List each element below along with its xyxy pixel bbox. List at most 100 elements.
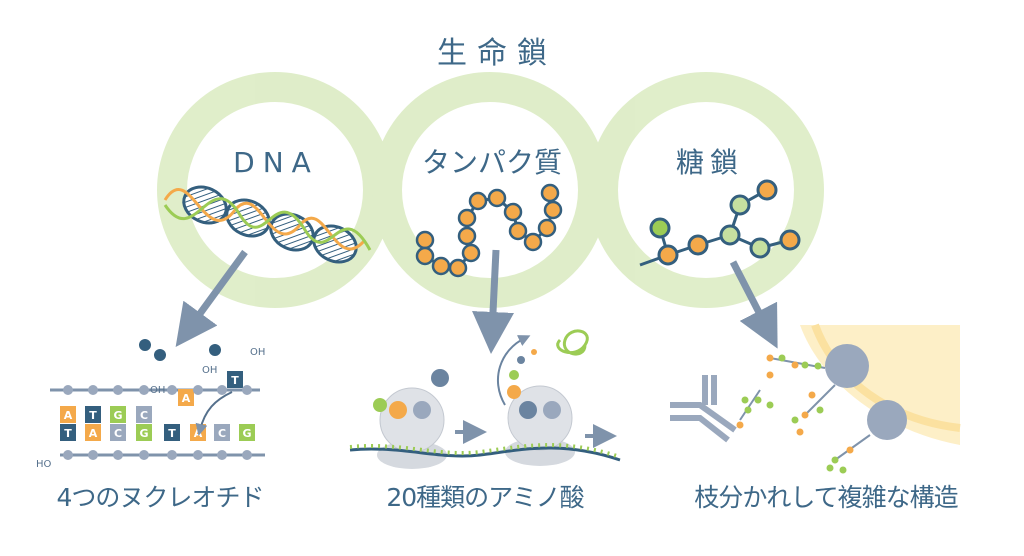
label-amino-acids: 20種類のアミノ酸	[386, 483, 584, 512]
hydroxyl-end-label: HO	[36, 459, 52, 470]
amino-acid-bead	[461, 243, 481, 263]
nucleotide-tile	[110, 406, 126, 423]
sugar-dot	[846, 446, 854, 454]
nucleotide-letter: A	[194, 427, 203, 440]
arrow-protein-icon	[472, 249, 514, 354]
sugar-unit	[139, 385, 149, 395]
sugar-unit	[193, 450, 203, 460]
sugar-dot	[801, 361, 809, 369]
nucleotide-letter: C	[218, 427, 226, 440]
sugar-node	[729, 194, 751, 216]
amino-acid-bead	[540, 183, 560, 203]
sugar-dot	[744, 406, 752, 414]
nucleotide-letter: G	[139, 427, 148, 440]
nucleotide-tile	[60, 424, 76, 441]
nucleotide-tile	[214, 424, 230, 441]
ring-glycan	[588, 72, 824, 308]
sugar-dot	[826, 464, 834, 472]
circle-label-glycan: 糖鎖	[676, 146, 744, 179]
nucleotide-tile	[85, 424, 101, 441]
nucleotide-tile	[136, 424, 152, 441]
sugar-dot	[816, 406, 824, 414]
phosphate-unit	[139, 339, 151, 351]
sugar-unit	[167, 450, 177, 460]
sugar-unit	[88, 385, 98, 395]
sugar-dot	[808, 391, 816, 399]
protein-bead-chain-icon	[415, 183, 563, 278]
sugar-dot	[754, 396, 762, 404]
nucleotide-letter: T	[168, 427, 176, 440]
amino-acid-bead	[457, 226, 477, 246]
hydroxyl-label: OH	[150, 385, 165, 396]
sugar-unit	[242, 450, 252, 460]
sugar-dot	[791, 416, 799, 424]
nucleotide-letter: C	[140, 409, 148, 422]
diagram-title: 生命鎖	[437, 36, 557, 71]
nucleotide-letter: G	[242, 427, 251, 440]
sugar-node	[779, 229, 801, 251]
sugar-dot	[736, 421, 744, 429]
nucleotide-tile	[239, 424, 255, 441]
nucleotide-letter: A	[182, 392, 191, 405]
amino-acid-bead	[468, 191, 488, 211]
sugar-dot	[766, 354, 774, 362]
sugar-unit	[113, 450, 123, 460]
sugar-unit	[139, 450, 149, 460]
label-nucleotides: 4つのヌクレオチド	[57, 483, 264, 512]
sugar-dot	[778, 354, 786, 362]
hydroxyl-label: OH	[202, 365, 217, 376]
amino-acid-bead	[415, 246, 435, 266]
nucleotide-tile	[178, 389, 194, 406]
nucleotide-tile	[136, 406, 152, 423]
nucleotide-letter: A	[89, 427, 98, 440]
amino-acid-bead	[503, 202, 523, 222]
sugar-node	[749, 237, 771, 259]
sugar-unit	[193, 385, 203, 395]
amino-acid-bead	[431, 256, 451, 276]
glycan-branch-icon	[639, 179, 801, 267]
sugar-dot	[801, 411, 809, 419]
sugar-dot	[741, 396, 749, 404]
nucleotide-letter: T	[89, 409, 97, 422]
sugar-dot	[839, 466, 847, 474]
ring-protein	[372, 72, 608, 308]
rings	[157, 72, 824, 308]
sugar-dot	[814, 362, 822, 370]
amino-acid-bead	[523, 232, 543, 252]
phosphate-unit	[154, 349, 166, 361]
amino-acid-bead	[537, 218, 557, 238]
nucleotide-letter: A	[64, 409, 73, 422]
nucleotide-tile	[60, 406, 76, 423]
sugar-unit	[88, 450, 98, 460]
label-branched-structure: 枝分かれして複雑な構造	[694, 483, 958, 512]
sugar-dot	[766, 401, 774, 409]
sugar-dot	[766, 371, 774, 379]
sugar-dot	[796, 428, 804, 436]
sugar-unit	[63, 450, 73, 460]
nucleotide-letter: T	[64, 427, 72, 440]
translation-illustration	[349, 329, 621, 469]
amino-acid-bead	[448, 258, 468, 278]
nucleotide-letter: G	[113, 409, 122, 422]
sugar-node	[649, 217, 671, 239]
sugar-unit	[217, 385, 227, 395]
sugar-dot	[791, 361, 799, 369]
sugar-node	[687, 234, 709, 256]
nucleotide-tile	[110, 424, 126, 441]
bead-link	[423, 192, 555, 270]
sugar-dot	[831, 456, 839, 464]
sugar-unit	[113, 385, 123, 395]
helix-segment	[312, 224, 358, 264]
hydroxyl-label: OH	[250, 347, 265, 358]
circle-label-protein: タンパク質	[422, 146, 562, 179]
sugar-unit	[63, 385, 73, 395]
arrow-glycan-icon	[729, 260, 778, 349]
sugar-unit	[167, 385, 177, 395]
amino-acid-bead	[457, 208, 477, 228]
phosphate-unit	[209, 344, 221, 356]
sugar-unit	[217, 450, 227, 460]
sugar-unit	[242, 385, 252, 395]
amino-acid-bead	[415, 230, 435, 250]
